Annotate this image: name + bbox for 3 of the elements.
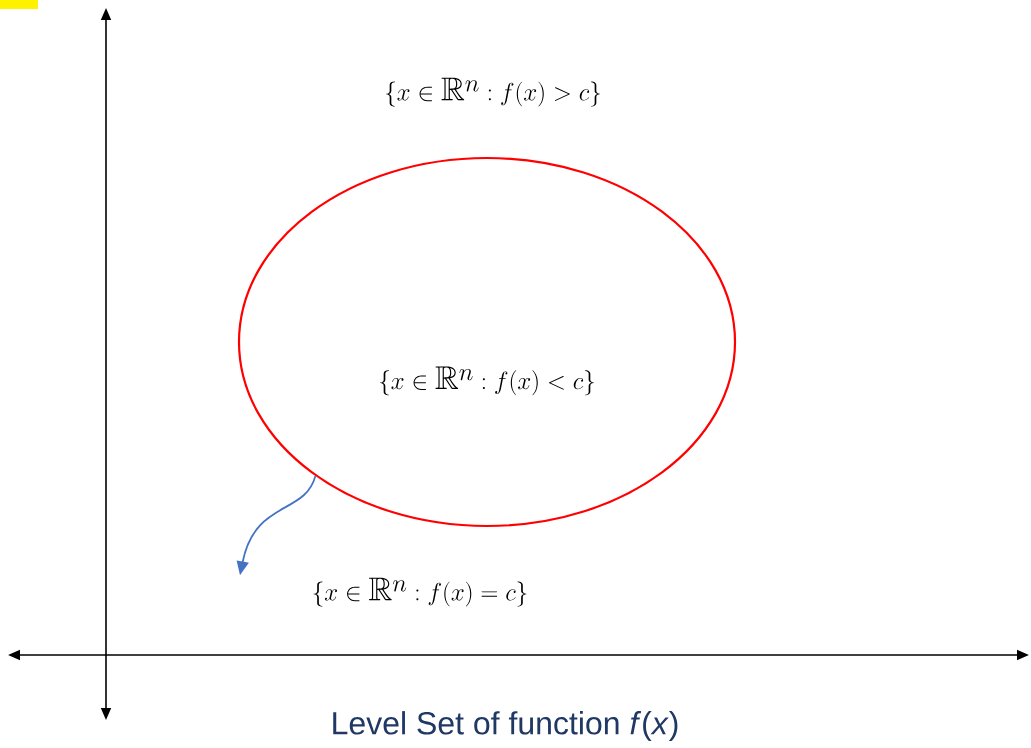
- set-formula: $\{x \in \mathbb{R}^n : f(x) = c\}$: [313, 577, 527, 607]
- caption: Level Set of function f(x): [333, 711, 678, 741]
- set-formula: $\{x \in \mathbb{R}^n : f(x) > c\}$: [386, 77, 600, 107]
